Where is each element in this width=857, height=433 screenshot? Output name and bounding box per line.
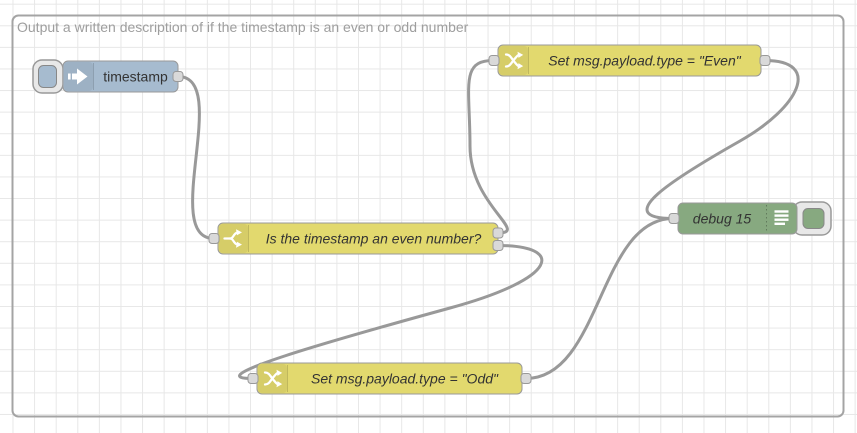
node-change-even[interactable]: Set msg.payload.type = "Even" xyxy=(488,44,771,77)
node-label: timestamp xyxy=(103,69,168,85)
port-input[interactable] xyxy=(247,373,259,384)
port-input[interactable] xyxy=(488,55,500,66)
node-label: Is the timestamp an even number? xyxy=(266,231,482,247)
group-border[interactable] xyxy=(11,14,845,418)
wire-timestamp-to-switch[interactable] xyxy=(176,75,216,240)
node-inject-timestamp[interactable]: timestamp xyxy=(32,59,184,94)
icon-region xyxy=(219,224,248,253)
port-output-1[interactable] xyxy=(492,227,504,239)
debug-toggle-button[interactable] xyxy=(802,208,825,229)
node-label: Set msg.payload.type = "Even" xyxy=(548,53,741,69)
node-debug[interactable]: debug 15 xyxy=(668,201,832,236)
port-input[interactable] xyxy=(668,213,680,224)
node-label: debug 15 xyxy=(693,211,752,227)
node-label: Set msg.payload.type = "Odd" xyxy=(311,371,499,387)
port-output-2[interactable] xyxy=(492,240,504,251)
node-change-odd[interactable]: Set msg.payload.type = "Odd" xyxy=(247,362,532,395)
wire-change-even-to-debug[interactable] xyxy=(645,59,800,220)
port-output[interactable] xyxy=(172,71,184,82)
inject-button[interactable] xyxy=(38,65,57,88)
wire-change-odd-to-debug[interactable] xyxy=(524,217,675,380)
wire-switch-to-change-odd[interactable] xyxy=(238,244,544,380)
port-output[interactable] xyxy=(759,55,771,66)
port-output[interactable] xyxy=(520,373,532,384)
group-label: Output a written description of if the t… xyxy=(17,19,469,35)
node-switch[interactable]: Is the timestamp an even number? xyxy=(208,222,504,255)
wire-switch-to-change-even[interactable] xyxy=(467,59,509,235)
port-input[interactable] xyxy=(208,233,220,244)
